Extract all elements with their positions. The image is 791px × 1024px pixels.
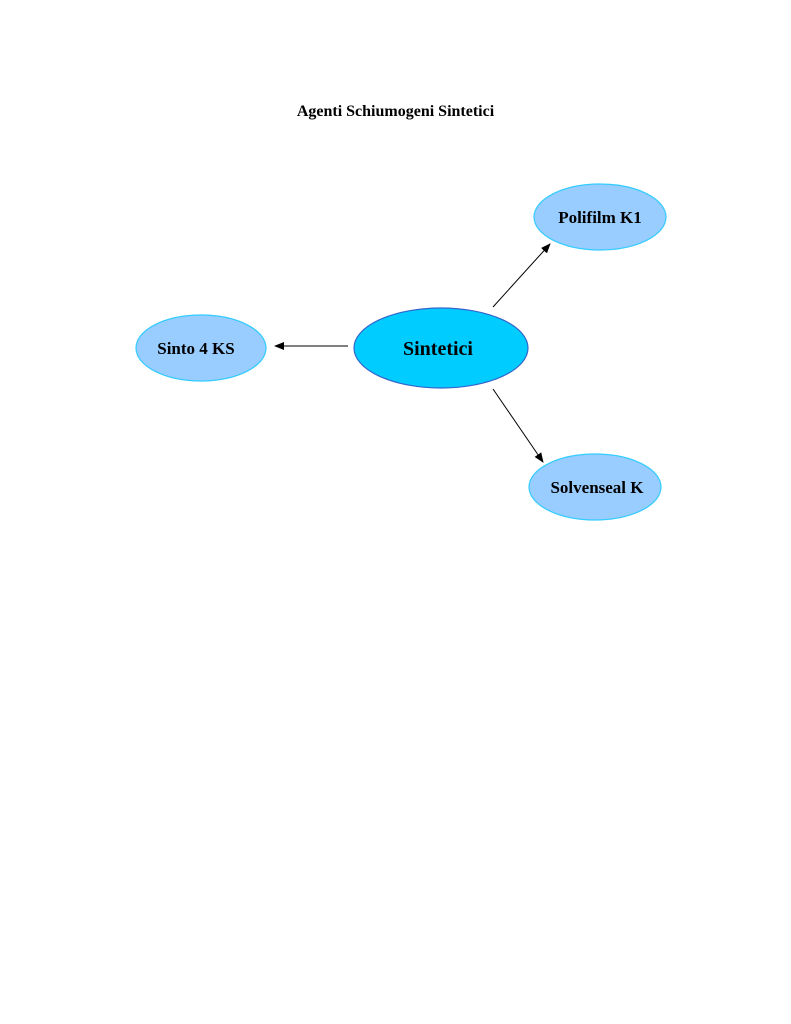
node-solvenseal: Solvenseal K — [528, 453, 662, 521]
node-sintetici: Sintetici — [353, 307, 529, 389]
node-solvenseal-shape — [528, 453, 662, 521]
node-sinto: Sinto 4 KS — [135, 314, 267, 382]
node-sinto-label: Sinto 4 KS — [157, 339, 234, 358]
arrow-to-solvenseal — [492, 388, 544, 463]
node-sinto-shape — [135, 314, 267, 382]
node-polifilm: Polifilm K1 — [533, 183, 667, 251]
node-polifilm-label: Polifilm K1 — [558, 208, 642, 227]
arrow-to-polifilm — [492, 243, 551, 308]
node-sintetici-label: Sintetici — [403, 338, 473, 360]
node-sintetici-shape — [353, 307, 529, 389]
node-solvenseal-label: Solvenseal K — [550, 478, 644, 497]
node-polifilm-shape — [533, 183, 667, 251]
page-title: Agenti Schiumogeni Sintetici — [296, 103, 495, 120]
